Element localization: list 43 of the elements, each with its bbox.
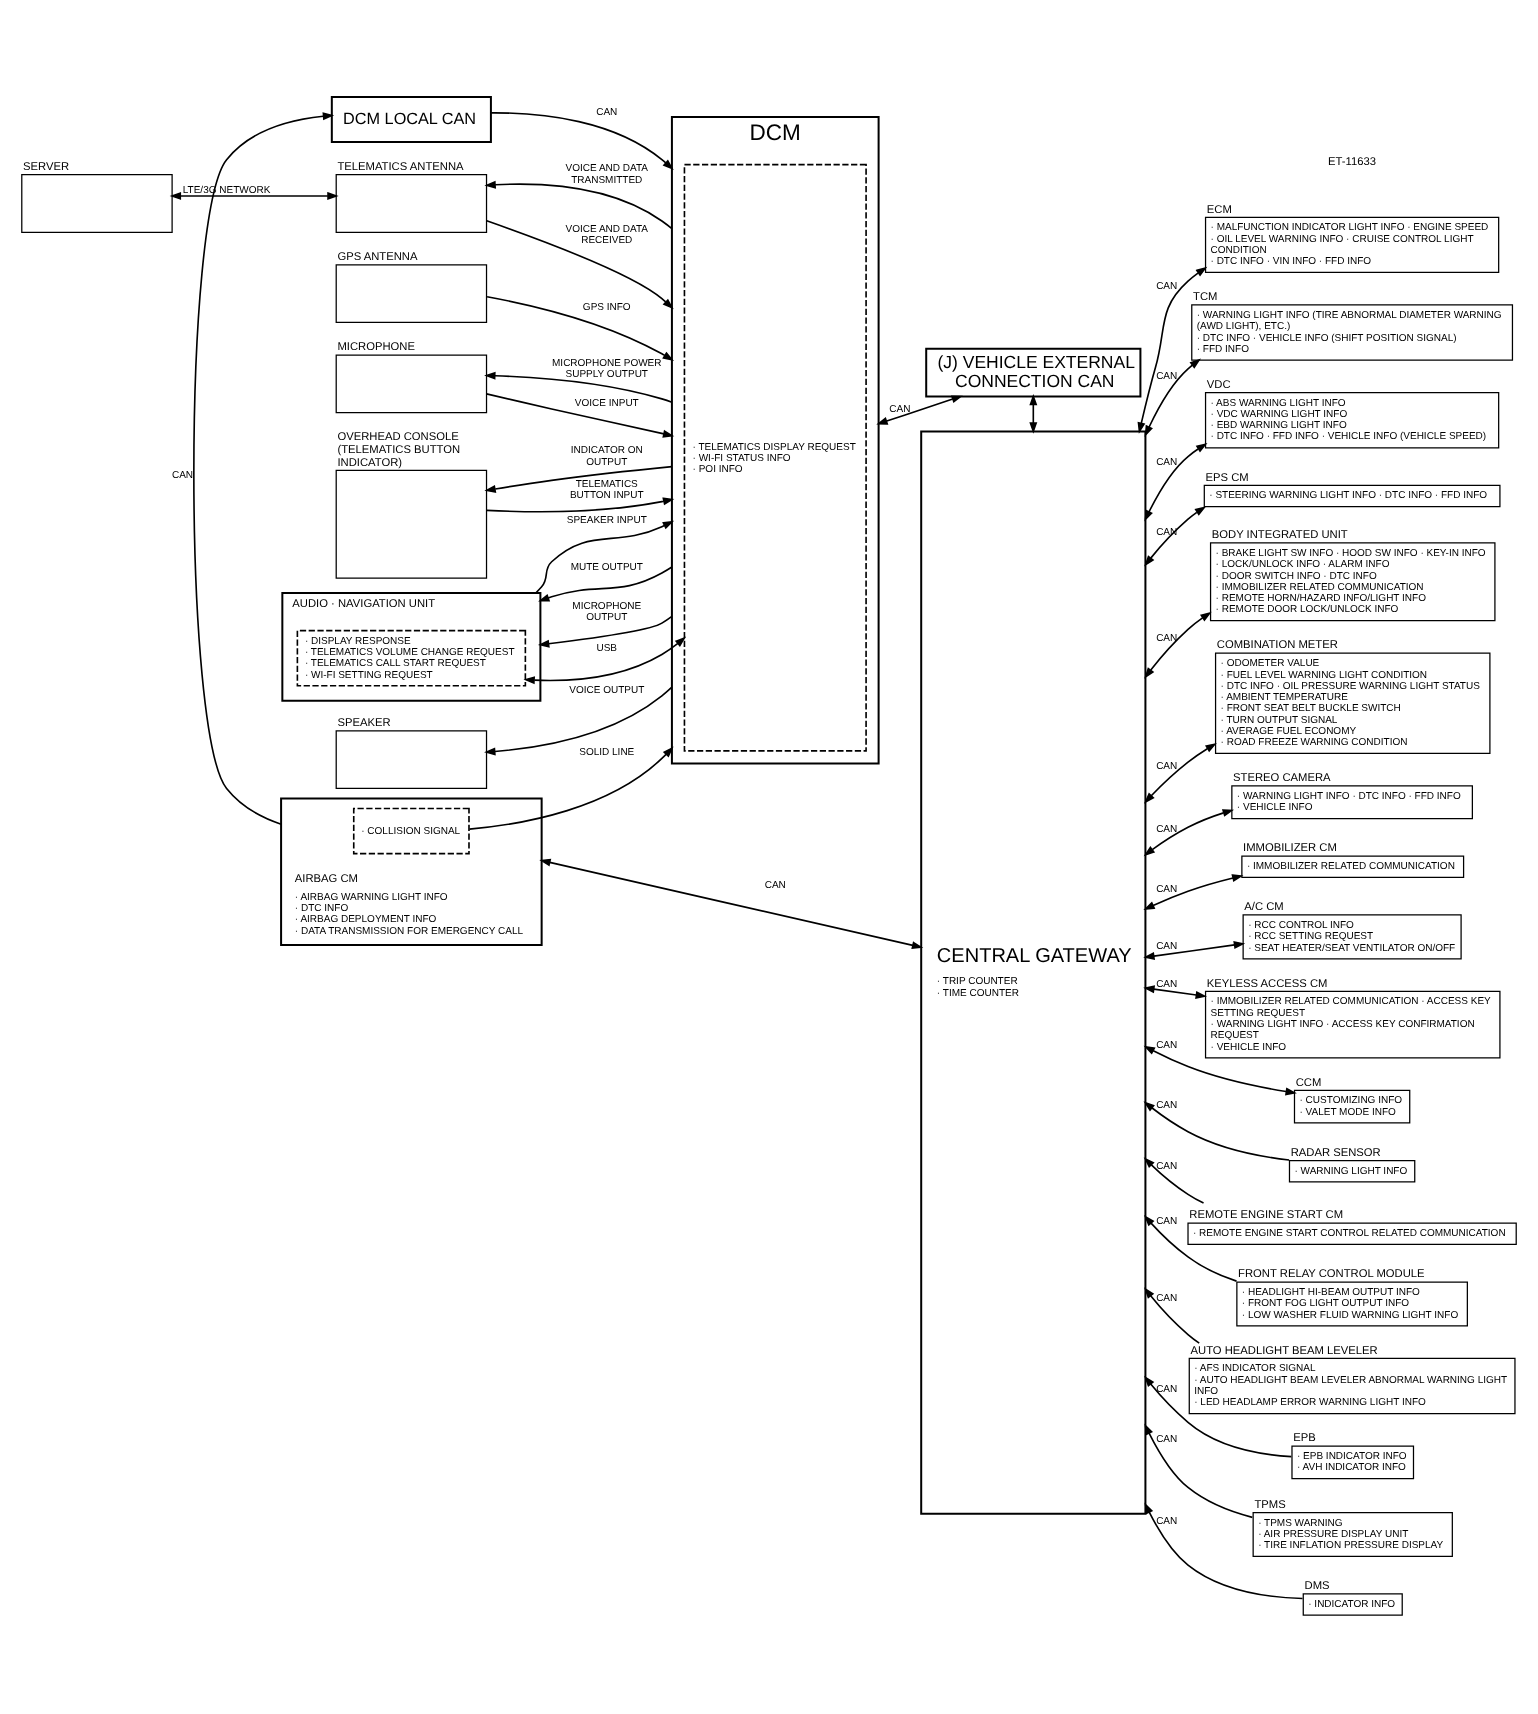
arrow — [538, 565, 673, 601]
arrow — [1143, 1100, 1290, 1160]
node-box — [335, 468, 488, 578]
arrow — [1143, 1156, 1205, 1203]
arrow — [484, 370, 673, 402]
arrow — [1143, 984, 1207, 998]
arrow — [490, 111, 674, 170]
arrow — [1144, 505, 1207, 566]
arrow — [1143, 808, 1235, 856]
arrow — [485, 219, 674, 309]
arrow — [1144, 610, 1212, 678]
arrow — [1143, 742, 1217, 803]
arrow — [486, 294, 675, 361]
arrow — [1144, 1374, 1293, 1457]
arrow — [523, 635, 687, 684]
arrow — [534, 519, 675, 593]
arrow — [1029, 392, 1038, 433]
arrow — [1144, 1286, 1201, 1343]
arrow — [1143, 940, 1246, 959]
arrow — [1143, 873, 1244, 909]
node-box — [335, 173, 488, 232]
arrow — [1137, 265, 1208, 433]
arrow — [1144, 442, 1208, 521]
arrow — [1144, 1422, 1254, 1518]
arrow — [486, 496, 675, 512]
arrow — [1143, 1044, 1297, 1095]
arrow — [484, 179, 673, 229]
arrow — [484, 464, 673, 492]
arrow — [876, 394, 963, 424]
arrow — [193, 111, 335, 824]
node-box — [335, 263, 488, 323]
arrow — [485, 392, 675, 437]
arrow — [484, 685, 673, 755]
arrow — [1143, 1214, 1238, 1281]
node-box — [21, 173, 173, 232]
node-box — [335, 729, 488, 789]
arrow — [1144, 1501, 1304, 1599]
arrow — [539, 857, 924, 949]
arrow — [468, 745, 674, 829]
node-box: (J) VEHICLE EXTERNAL CONNECTION CAN — [925, 346, 1142, 397]
arrow — [537, 614, 673, 647]
node-box — [335, 353, 488, 413]
arrow — [1144, 357, 1201, 436]
